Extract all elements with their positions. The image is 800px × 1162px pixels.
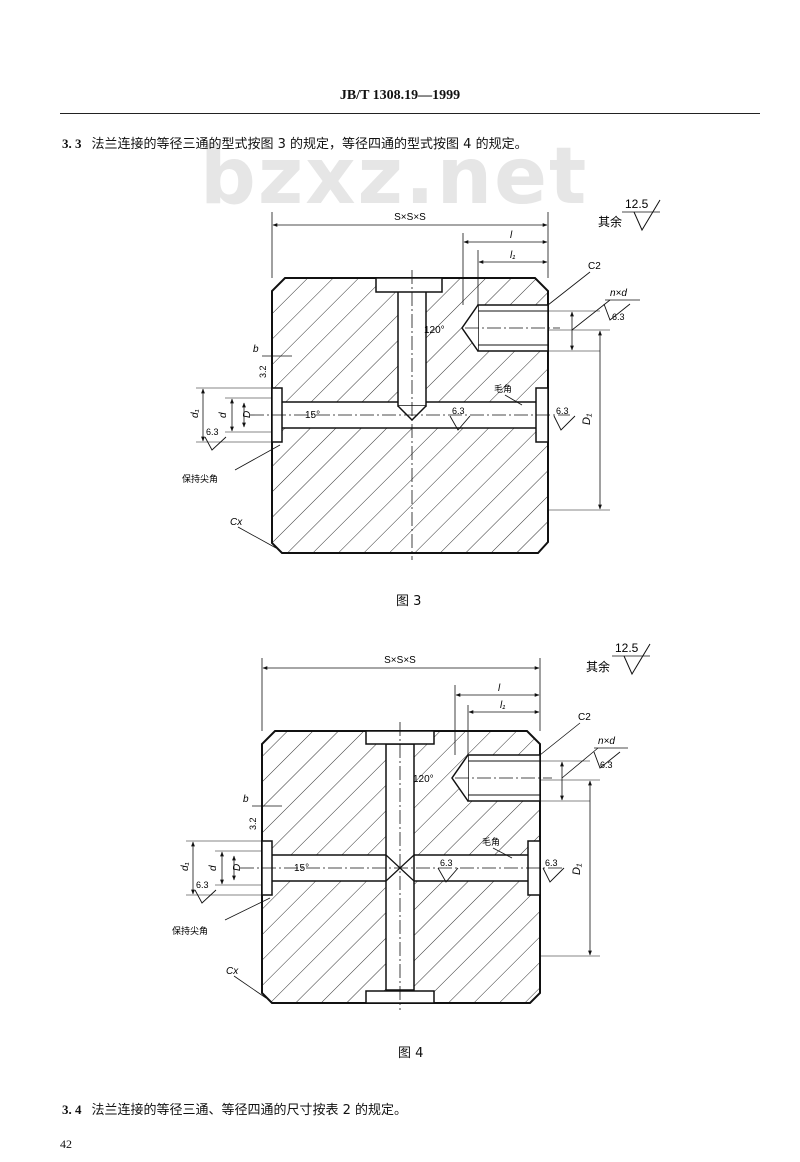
dim-l: l: [510, 230, 513, 241]
label-keep-sharp: 保持尖角: [182, 473, 218, 484]
roughness-12-5: 12.5: [615, 641, 639, 655]
label-deburr: 毛角: [482, 836, 500, 847]
angle-15: 15°: [305, 410, 320, 421]
watermark: bzxz.net: [200, 132, 589, 222]
label-deburr: 毛角: [494, 383, 512, 394]
dim-d: d: [208, 865, 219, 871]
angle-15: 15°: [294, 863, 309, 874]
label-nxd: n×d: [598, 736, 615, 747]
section-3-3: 3. 3 法兰连接的等径三通的型式按图 3 的规定，等径四通的型式按图 4 的规定…: [62, 133, 528, 152]
dim-l: l: [498, 683, 501, 694]
label-c2: C2: [578, 712, 591, 723]
figure-4-caption: 图 4: [398, 1046, 424, 1061]
dim-d: d: [218, 412, 229, 418]
roughness-6-3-right: 6.3: [545, 858, 558, 868]
section-number: 3. 4: [62, 1102, 82, 1117]
label-rest: 其余: [586, 659, 610, 674]
dim-b: b: [243, 794, 249, 805]
section-3-4: 3. 4 法兰连接的等径三通、等径四通的尺寸按表 2 的规定。: [62, 1099, 407, 1118]
section-text: 法兰连接的等径三通、等径四通的尺寸按表 2 的规定。: [91, 1103, 408, 1118]
dim-d1: d₁: [190, 409, 201, 418]
roughness-3-2: 3.2: [248, 817, 258, 830]
dim-d1: d₁: [180, 862, 191, 871]
roughness-6-3-right: 6.3: [556, 406, 569, 416]
label-c2: C2: [588, 261, 601, 272]
roughness-6-3-center: 6.3: [440, 858, 453, 868]
roughness-6-3: 6.3: [600, 760, 613, 770]
dim-D1: D₁: [581, 413, 593, 425]
dim-l1: l₁: [510, 250, 515, 261]
roughness-6-3-left: 6.3: [196, 880, 209, 890]
figure-3-caption: 图 3: [396, 594, 422, 609]
section-number: 3. 3: [62, 136, 82, 151]
angle-120: 120°: [413, 774, 434, 785]
roughness-6-3-center: 6.3: [452, 406, 465, 416]
figure-4-drawing: S×S×S l l₁ 12.5 其余 C2 n×d 6.3 120° D₁ b …: [172, 641, 651, 1010]
dim-sss: S×S×S: [394, 212, 426, 223]
roughness-6-3-left: 6.3: [206, 427, 219, 437]
label-rest: 其余: [598, 214, 622, 229]
label-keep-sharp: 保持尖角: [172, 925, 208, 936]
dim-D: D: [232, 864, 243, 871]
roughness-12-5: 12.5: [625, 197, 649, 211]
figure-3-drawing: S×S×S l l₁ 12.5 其余 C2 n×d 6.3 120° D₁ b …: [182, 197, 661, 560]
dim-b: b: [253, 344, 259, 355]
label-cx: Cx: [230, 517, 243, 528]
roughness-6-3: 6.3: [612, 312, 625, 322]
dim-D: D: [242, 411, 253, 418]
label-nxd: n×d: [610, 288, 627, 299]
angle-120: 120°: [424, 325, 445, 336]
label-cx: Cx: [226, 966, 239, 977]
page-number: 42: [60, 1137, 72, 1151]
dim-l1: l₁: [500, 700, 505, 711]
top-counterbore: [375, 277, 443, 293]
dim-sss: S×S×S: [384, 655, 416, 666]
dim-D1: D₁: [571, 863, 583, 875]
section-text: 法兰连接的等径三通的型式按图 3 的规定，等径四通的型式按图 4 的规定。: [91, 137, 528, 152]
header-rule: [60, 113, 760, 114]
roughness-3-2: 3.2: [258, 365, 268, 378]
document-header: JB/T 1308.19—1999: [339, 88, 461, 103]
